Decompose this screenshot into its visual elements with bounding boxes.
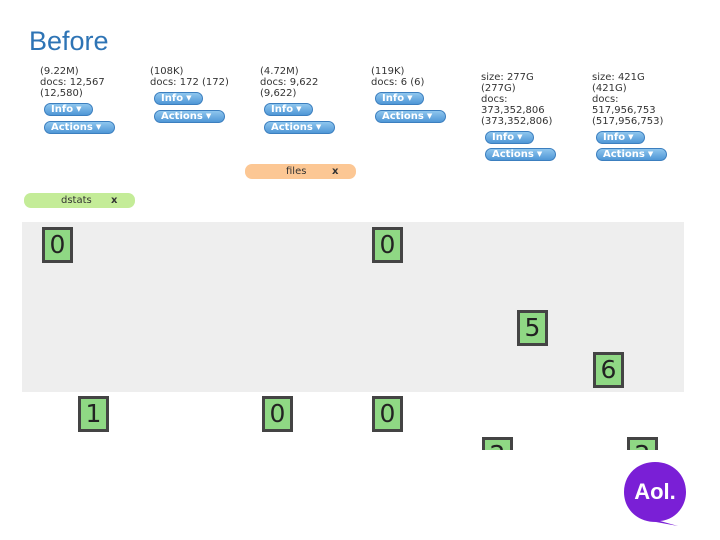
column-2-info-button[interactable]: Info▼ — [154, 92, 203, 105]
column-5-line: 373,352,806 — [481, 105, 545, 116]
column-6-info-button[interactable]: Info▼ — [596, 131, 645, 144]
actions-button-label: Actions — [492, 149, 534, 160]
column-4-line: docs: 6 (6) — [371, 77, 425, 88]
chevron-down-icon: ▼ — [95, 123, 102, 131]
column-6-line: 517,956,753 — [592, 105, 656, 116]
column-5-line: (373,352,806) — [481, 116, 553, 127]
chevron-down-icon: ▼ — [407, 94, 413, 102]
close-icon[interactable]: x — [332, 166, 339, 177]
column-6-line: size: 421G — [592, 72, 645, 83]
column-6-info: size: 421G (421G) docs: 517,956,753 (517… — [592, 72, 663, 127]
shard-count-box[interactable]: 0 — [262, 396, 293, 432]
info-button-label: Info — [271, 104, 294, 115]
column-2-info: (108K) docs: 172 (172) — [150, 66, 229, 88]
aol-logo: Aol. — [624, 462, 686, 526]
chevron-down-icon: ▼ — [205, 112, 212, 120]
column-3-actions-button[interactable]: Actions▼ — [264, 121, 335, 134]
close-icon[interactable]: x — [111, 195, 118, 206]
shard-count-box[interactable]: 5 — [517, 310, 548, 346]
actions-button-label: Actions — [382, 111, 424, 122]
column-5-line: (277G) — [481, 83, 516, 94]
column-4-line: (119K) — [371, 66, 405, 77]
chevron-down-icon: ▼ — [536, 150, 543, 158]
column-4-actions-button[interactable]: Actions▼ — [375, 110, 446, 123]
shard-count-box[interactable]: 2 — [482, 437, 513, 450]
column-6-line: docs: — [592, 94, 619, 105]
column-5-actions-button[interactable]: Actions▼ — [485, 148, 556, 161]
info-button-label: Info — [161, 93, 184, 104]
column-6-line: (421G) — [592, 83, 627, 94]
column-5-line: docs: — [481, 94, 508, 105]
chevron-down-icon: ▼ — [647, 150, 654, 158]
column-1-line: (12,580) — [40, 88, 83, 99]
filter-tag-files[interactable]: files x — [245, 164, 356, 179]
column-1-actions-button[interactable]: Actions▼ — [44, 121, 115, 134]
shard-count-box[interactable]: 2 — [627, 437, 658, 450]
chevron-down-icon: ▼ — [296, 105, 302, 113]
column-2-line: (108K) — [150, 66, 184, 77]
filter-tag-label: dstats — [61, 195, 92, 206]
chevron-down-icon: ▼ — [186, 94, 192, 102]
column-4-info-button[interactable]: Info▼ — [375, 92, 424, 105]
info-button-label: Info — [492, 132, 515, 143]
column-3-info-button[interactable]: Info▼ — [264, 103, 313, 116]
shard-band — [22, 222, 684, 392]
aol-logo-text: Aol. — [634, 479, 676, 504]
actions-button-label: Actions — [271, 122, 313, 133]
chevron-down-icon: ▼ — [76, 105, 82, 113]
shard-count-box[interactable]: 0 — [372, 227, 403, 263]
cluster-view-screenshot: (9.22M) docs: 12,567 (12,580) Info▼ Acti… — [22, 62, 684, 450]
actions-button-label: Actions — [603, 149, 645, 160]
column-3-line: (4.72M) — [260, 66, 299, 77]
filter-tag-label: files — [286, 166, 307, 177]
shard-count-box[interactable]: 0 — [42, 227, 73, 263]
column-5-info: size: 277G (277G) docs: 373,352,806 (373… — [481, 72, 552, 127]
column-3-line: docs: 9,622 — [260, 77, 319, 88]
column-2-line: docs: 172 (172) — [150, 77, 229, 88]
filter-tag-dstats[interactable]: dstats x — [24, 193, 135, 208]
chevron-down-icon: ▼ — [426, 112, 433, 120]
info-button-label: Info — [382, 93, 405, 104]
column-6-actions-button[interactable]: Actions▼ — [596, 148, 667, 161]
column-1-line: (9.22M) — [40, 66, 79, 77]
column-3-line: (9,622) — [260, 88, 297, 99]
column-1-info: (9.22M) docs: 12,567 (12,580) — [40, 66, 105, 99]
column-6-line: (517,956,753) — [592, 116, 664, 127]
shard-count-box[interactable]: 0 — [372, 396, 403, 432]
chevron-down-icon: ▼ — [517, 133, 523, 141]
actions-button-label: Actions — [51, 122, 93, 133]
shard-count-box[interactable]: 6 — [593, 352, 624, 388]
column-5-info-button[interactable]: Info▼ — [485, 131, 534, 144]
column-1-line: docs: 12,567 — [40, 77, 105, 88]
chevron-down-icon: ▼ — [315, 123, 322, 131]
column-3-info: (4.72M) docs: 9,622 (9,622) — [260, 66, 318, 99]
column-1-info-button[interactable]: Info▼ — [44, 103, 93, 116]
column-4-info: (119K) docs: 6 (6) — [371, 66, 424, 88]
column-2-actions-button[interactable]: Actions▼ — [154, 110, 225, 123]
shard-count-box[interactable]: 1 — [78, 396, 109, 432]
info-button-label: Info — [603, 132, 626, 143]
actions-button-label: Actions — [161, 111, 203, 122]
info-button-label: Info — [51, 104, 74, 115]
column-5-line: size: 277G — [481, 72, 534, 83]
slide-title: Before — [29, 26, 109, 56]
chevron-down-icon: ▼ — [628, 133, 634, 141]
